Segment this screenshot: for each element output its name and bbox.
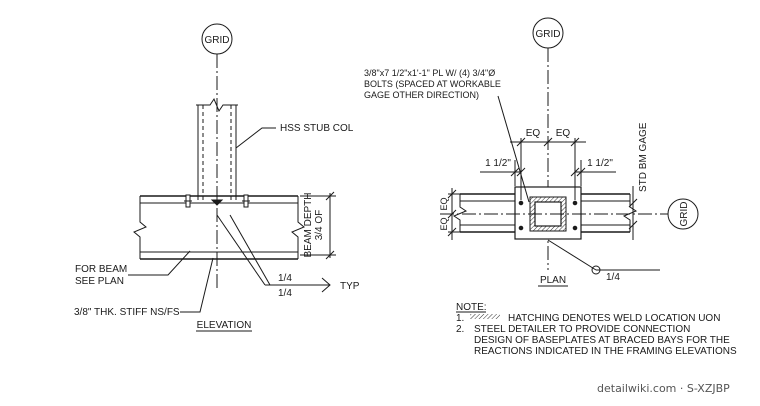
- edge-dim-left-label: 1 1/2": [485, 158, 511, 169]
- note-2-number: 2.: [456, 324, 464, 335]
- plate-note-line1: 3/8"x7 1/2"x1'-1" PL W/ (4) 3/4"Ø: [364, 68, 495, 78]
- plan-grid-right-label: GRID: [679, 202, 690, 227]
- plan-view: [440, 17, 699, 287]
- plan-grid-top-label: GRID: [536, 29, 561, 40]
- note-1-text: HATCHING DENOTES WELD LOCATION UON: [508, 313, 720, 324]
- weld-leaders: [216, 214, 331, 293]
- elevation-beam: [133, 195, 305, 260]
- plan-weld-symbol: [547, 239, 660, 275]
- eq-dimension-vertical: [447, 188, 514, 240]
- hss-stub-col-label: HSS STUB COL: [280, 123, 354, 134]
- stiff-note: 3/8" THK. STIFF NS/FS: [74, 307, 180, 318]
- note-2-line1: STEEL DETAILER TO PROVIDE CONNECTION: [474, 324, 690, 335]
- plate-note-line3: GAGE OTHER DIRECTION): [364, 90, 479, 100]
- hss-leader: [235, 127, 276, 149]
- weld-size-bottom: 1/4: [278, 288, 292, 299]
- elevation-grid-label: GRID: [205, 35, 230, 46]
- eq-vert-bottom-label: EQ: [439, 217, 449, 230]
- note-1-hatch-sample: [470, 314, 500, 319]
- weld-size-top: 1/4: [278, 273, 292, 284]
- notes-block: NOTE: 1. HATCHING DENOTES WELD LOCATION …: [456, 302, 737, 357]
- eq-dimension-top: [510, 137, 586, 200]
- note-2-line2: DESIGN OF BASEPLATES AT BRACED BAYS FOR …: [474, 335, 730, 346]
- eq-right-label: EQ: [556, 128, 571, 139]
- weld-typ-label: TYP: [340, 281, 360, 292]
- for-beam-leader: [128, 250, 191, 276]
- for-beam-label: FOR BEAM: [75, 264, 127, 275]
- plan-title: PLAN: [540, 275, 566, 286]
- eq-vert-top-label: EQ: [439, 197, 449, 210]
- plan-weld-size: 1/4: [606, 272, 620, 283]
- beam-depth-label-2: BEAM DEPTH: [303, 192, 314, 257]
- watermark: detailwiki.com · S-XZJBP: [597, 382, 730, 395]
- plate-note-line2: BOLTS (SPACED AT WORKABLE: [364, 79, 501, 89]
- flange-bolts: [184, 194, 250, 208]
- edge-dim-right-label: 1 1/2": [587, 158, 613, 169]
- see-plan-label: SEE PLAN: [75, 276, 124, 287]
- eq-left-label: EQ: [526, 128, 541, 139]
- std-gage-label: STD BM GAGE: [638, 122, 649, 192]
- plan-bolts: [518, 200, 578, 231]
- plate-note-leader: [497, 95, 530, 203]
- note-2-line3: REACTIONS INDICATED IN THE FRAMING ELEVA…: [474, 346, 737, 357]
- column-weld-mark: [210, 199, 224, 206]
- note-1-number: 1.: [456, 313, 464, 324]
- hss-stub-column: [196, 97, 238, 200]
- elevation-title: ELEVATION: [197, 320, 252, 331]
- elevation-view: [128, 23, 336, 332]
- notes-heading: NOTE:: [456, 302, 487, 313]
- beam-depth-dimension: [300, 191, 336, 260]
- stiff-leader: [180, 257, 214, 313]
- edge-dimension: [480, 160, 616, 186]
- std-gage-dimension: [628, 186, 638, 240]
- beam-depth-label-1: 3/4 OF: [314, 210, 325, 241]
